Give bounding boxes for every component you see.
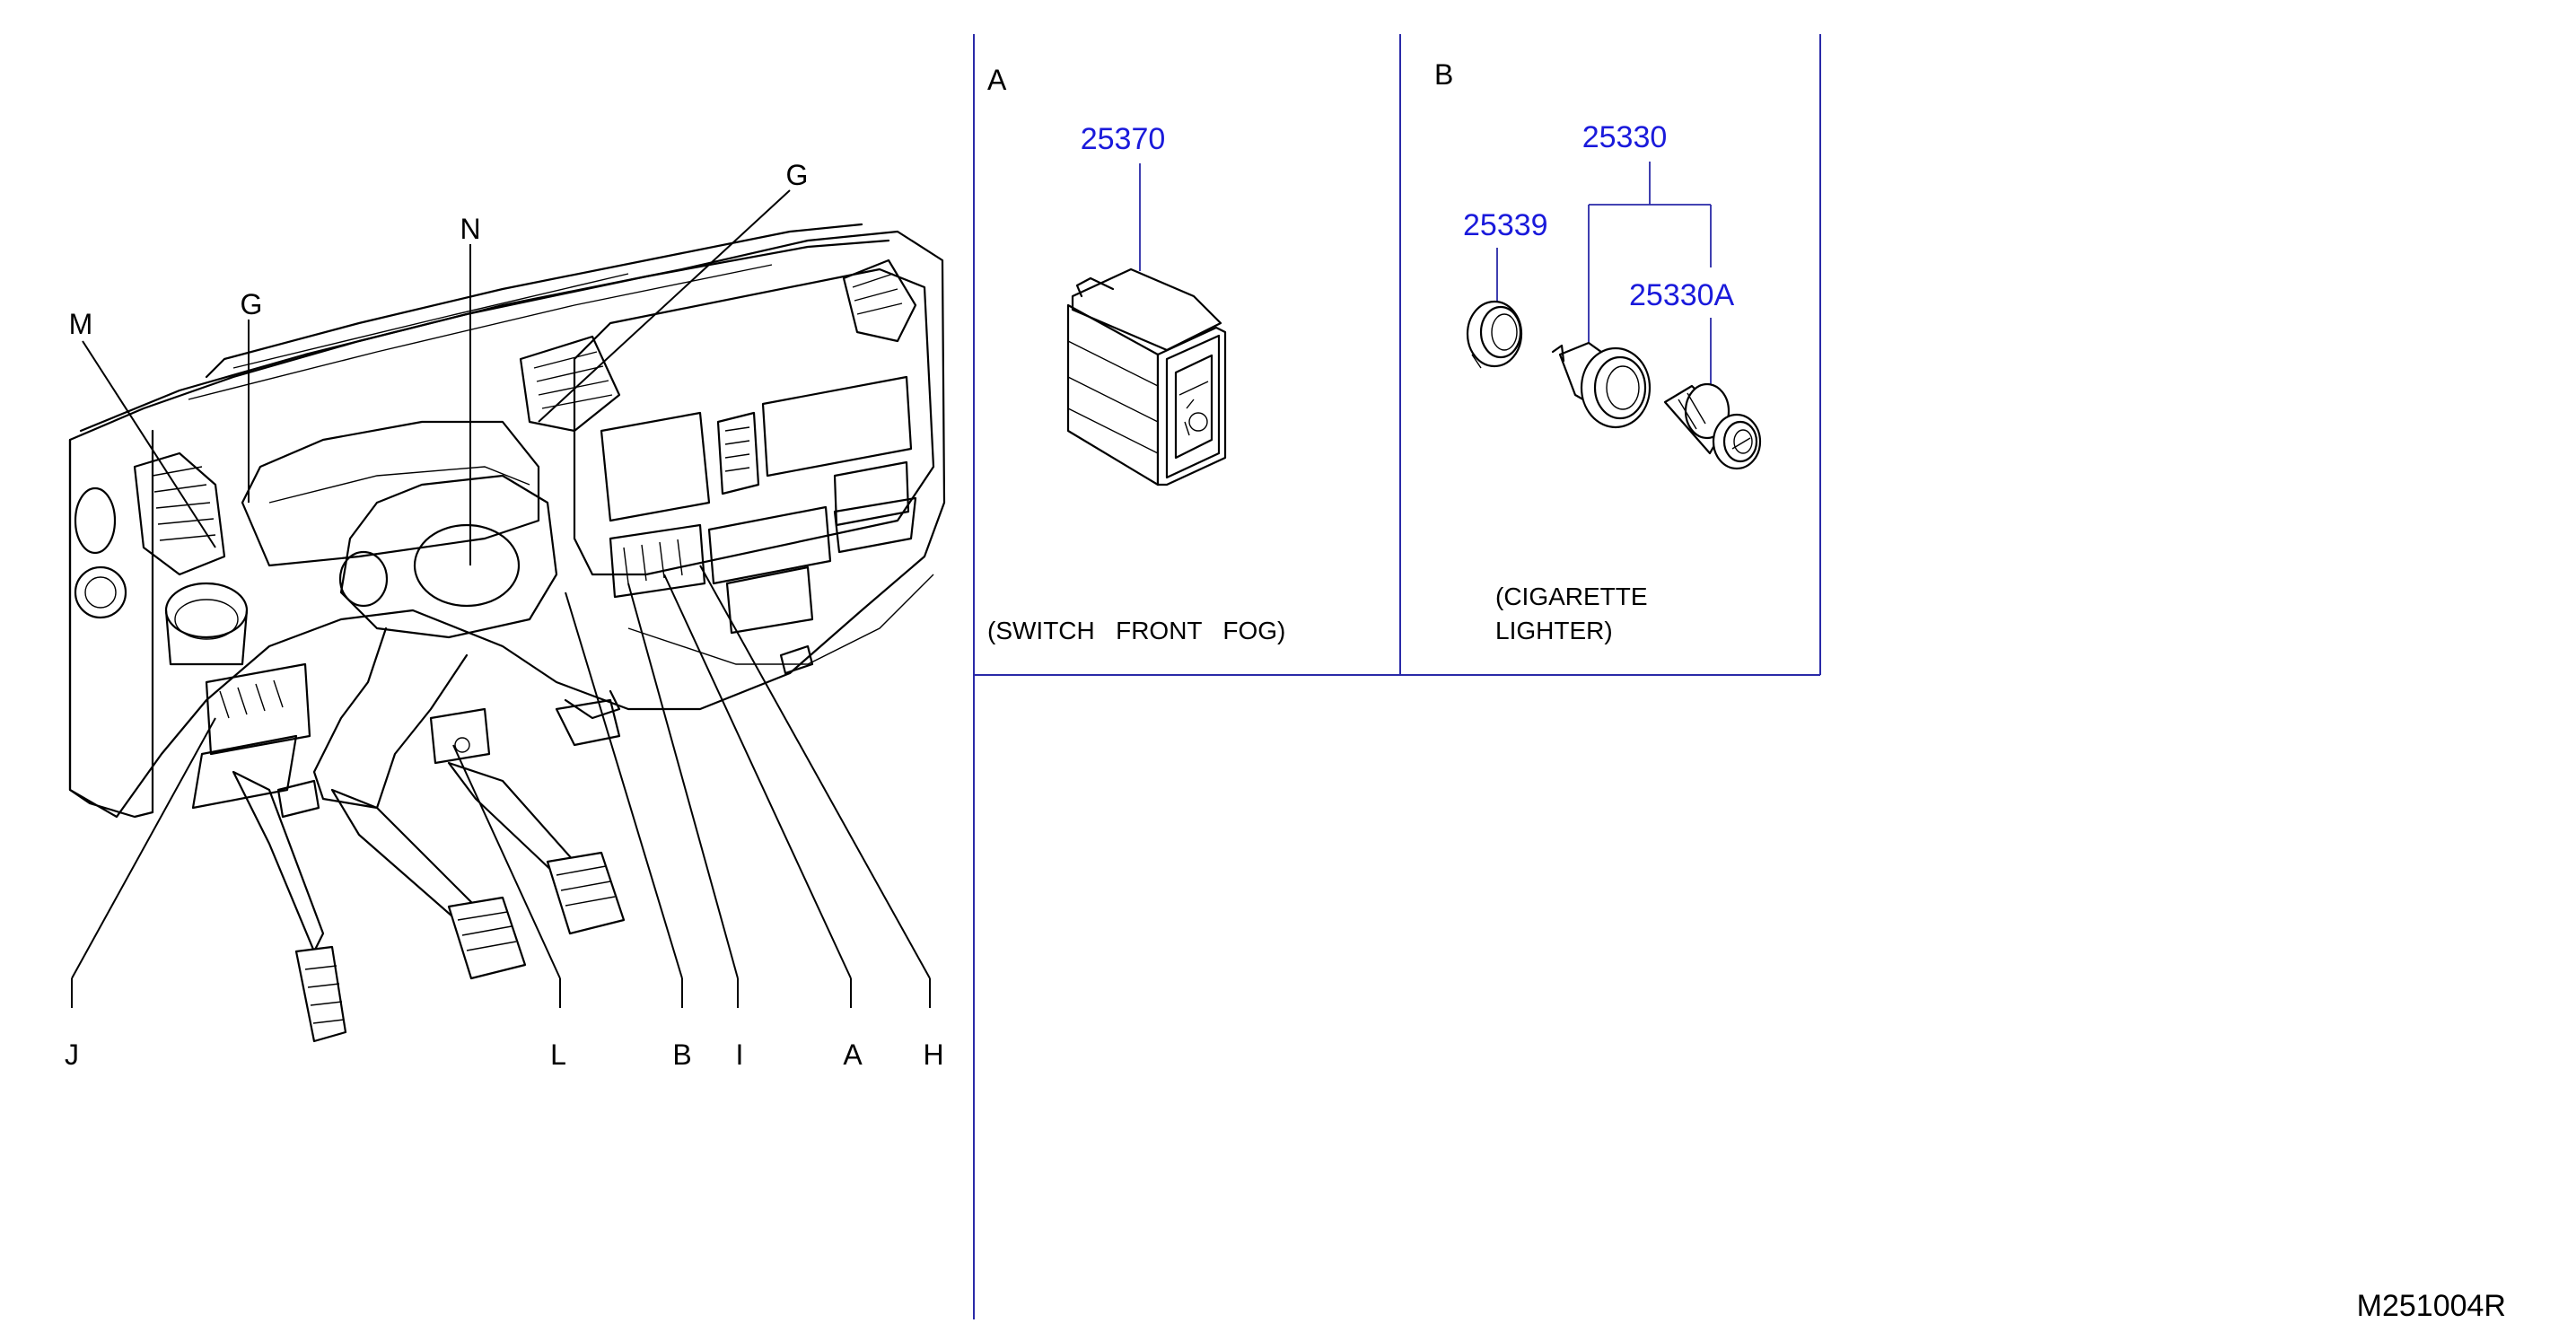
panel-a: A 25370 (SWITCH FRONT FOG): [987, 64, 1285, 644]
callout-l: L: [550, 1038, 566, 1071]
panel-frames: [973, 34, 1821, 1319]
callout-a: A: [843, 1038, 863, 1071]
panel-a-caption: (SWITCH FRONT FOG): [987, 617, 1285, 644]
callout-n: N: [460, 213, 480, 245]
panel-b-caption-line2: LIGHTER): [1495, 617, 1613, 644]
callout-h: H: [923, 1038, 943, 1071]
part-number-25330: 25330: [1582, 120, 1668, 154]
panel-b: B 25330 25339 25330A: [1434, 58, 1762, 644]
callout-b: B: [672, 1038, 691, 1071]
panel-b-caption-line1: (CIGARETTE: [1495, 583, 1648, 610]
reference-code: M251004R: [2357, 1289, 2506, 1323]
part-number-25339: 25339: [1463, 208, 1548, 242]
callout-i: I: [736, 1038, 744, 1071]
part-number-25330a: 25330A: [1629, 278, 1735, 312]
dashboard-illustration: [68, 223, 946, 1043]
overview-callouts: M G N G J L B I A H: [65, 159, 944, 1071]
fog-switch-illustration: [1066, 267, 1227, 486]
panel-b-letter: B: [1434, 58, 1453, 91]
callout-g-right: G: [786, 159, 809, 191]
callout-g-left: G: [241, 288, 263, 320]
overview-leaders: [71, 189, 931, 1008]
part-number-25370: 25370: [1081, 122, 1166, 156]
callout-m: M: [69, 308, 93, 340]
panel-a-letter: A: [987, 64, 1007, 96]
callout-j: J: [65, 1038, 79, 1071]
lighter-illustration: [1466, 300, 1762, 470]
